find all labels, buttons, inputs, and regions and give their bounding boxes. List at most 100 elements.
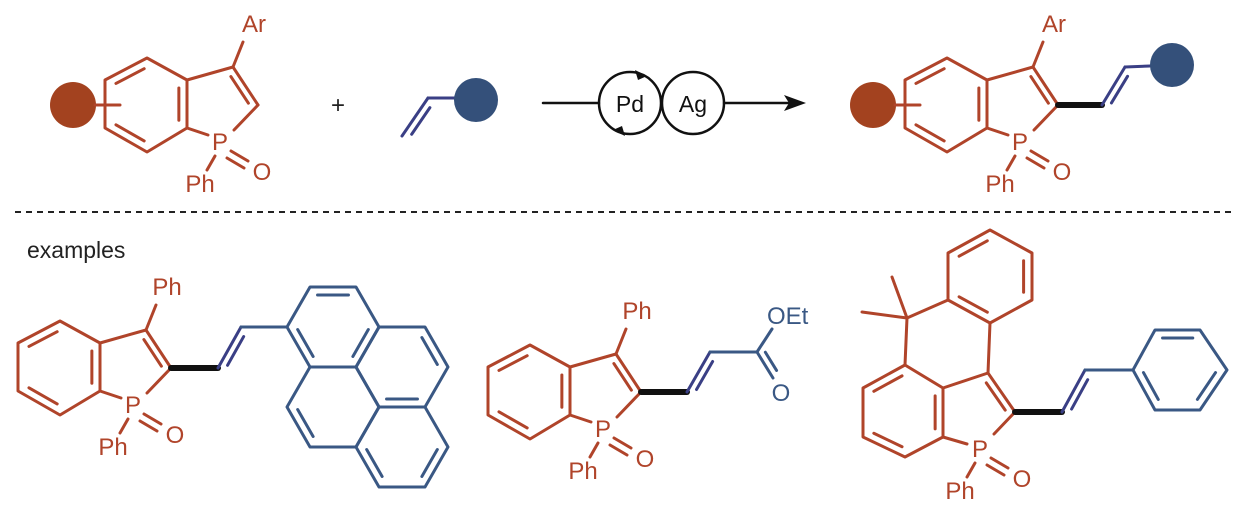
carbonyl-oxygen-label: O bbox=[772, 380, 791, 407]
phosphorus-label: P bbox=[125, 392, 141, 419]
bond bbox=[985, 65, 1035, 82]
pyrene-ring bbox=[285, 285, 381, 369]
bond bbox=[615, 390, 643, 419]
bond bbox=[185, 65, 235, 82]
pyrene-ring bbox=[285, 365, 381, 449]
double-bond-inner bbox=[27, 386, 59, 406]
double-bond bbox=[1100, 65, 1127, 107]
plus-sign: + bbox=[331, 92, 345, 119]
oxygen-label: O bbox=[166, 422, 185, 449]
partner-blob bbox=[1150, 43, 1194, 87]
double-bond bbox=[614, 352, 643, 394]
phosphorus-label: P bbox=[595, 416, 611, 443]
oxygen-label: O bbox=[1053, 159, 1072, 186]
double-bond-inner bbox=[695, 359, 715, 391]
p-o-double-bond bbox=[989, 456, 1010, 470]
double-bond bbox=[1060, 368, 1087, 414]
catalyst-ag-label: Ag bbox=[679, 91, 707, 117]
bond bbox=[986, 321, 992, 375]
c3-substituent-label: Ar bbox=[242, 11, 266, 38]
bond bbox=[1123, 64, 1152, 69]
double-bond-inner bbox=[914, 67, 946, 85]
benzo-ring bbox=[946, 228, 1034, 325]
bond bbox=[205, 154, 217, 172]
bond bbox=[98, 328, 148, 345]
double-bond-inner bbox=[410, 106, 432, 136]
partner-blob bbox=[454, 78, 498, 122]
p-o-double-bond bbox=[612, 436, 633, 450]
double-bond-inner bbox=[872, 431, 904, 449]
double-bond-inner bbox=[296, 328, 315, 358]
bond bbox=[568, 413, 593, 424]
bond bbox=[144, 303, 158, 332]
phenyl-label: Ph bbox=[985, 171, 1014, 198]
c3-substituent-label: Ar bbox=[1042, 11, 1066, 38]
p-o-double-bond bbox=[229, 149, 250, 163]
alkene-reactant bbox=[400, 78, 498, 138]
bond bbox=[98, 389, 123, 400]
p-o-double-bond bbox=[225, 156, 246, 170]
double-bond bbox=[231, 65, 260, 107]
double-bond-inner bbox=[914, 123, 946, 143]
double-bond-inner bbox=[763, 350, 779, 372]
bond bbox=[231, 40, 245, 69]
phosphorus-label: P bbox=[1012, 129, 1028, 156]
phenyl-label: Ph bbox=[98, 434, 127, 461]
double-bond-inner bbox=[296, 408, 315, 438]
p-o-double-bond bbox=[1029, 149, 1050, 163]
double-bond-inner bbox=[27, 330, 59, 348]
phosphorus-label: P bbox=[972, 436, 988, 463]
pyrene-ring bbox=[354, 325, 450, 409]
substituent-blob bbox=[50, 82, 96, 128]
bond bbox=[1005, 154, 1017, 172]
bond bbox=[614, 327, 628, 356]
bond bbox=[185, 126, 210, 137]
double-bond-inner bbox=[420, 448, 439, 478]
double-bond-inner bbox=[872, 374, 904, 393]
p-o-double-bond bbox=[142, 412, 163, 426]
reaction-arrow: Pd Ag bbox=[541, 70, 806, 136]
pyrene-ring bbox=[354, 405, 450, 489]
double-bond-inner bbox=[226, 335, 246, 367]
benzo-ring bbox=[16, 319, 102, 417]
double-bond-inner bbox=[1070, 378, 1090, 411]
double-bond-inner bbox=[114, 123, 146, 143]
c3-substituent-label: Ph bbox=[622, 298, 651, 325]
methyl-bond bbox=[890, 275, 909, 320]
bond bbox=[755, 327, 774, 354]
bond bbox=[118, 417, 130, 435]
arrowhead-icon bbox=[784, 95, 806, 111]
double-bond-inner bbox=[957, 295, 989, 314]
bond bbox=[232, 103, 260, 132]
bond bbox=[145, 366, 173, 395]
double-bond-inner bbox=[420, 336, 439, 366]
phenyl-ring bbox=[1131, 328, 1229, 412]
cycle-arrowhead-icon bbox=[613, 126, 625, 136]
ethoxy-label: OEt bbox=[767, 303, 809, 330]
phenyl-label: Ph bbox=[568, 458, 597, 485]
benzo-ring bbox=[486, 343, 572, 441]
examples-heading: examples bbox=[27, 237, 125, 263]
bond bbox=[1032, 103, 1060, 132]
double-bond-inner bbox=[142, 338, 163, 368]
double-bond bbox=[986, 371, 1017, 414]
p-o-double-bond bbox=[985, 463, 1006, 477]
catalyst-pd-label: Pd bbox=[616, 91, 644, 117]
bond bbox=[568, 352, 618, 369]
p-o-double-bond bbox=[608, 443, 629, 457]
double-bond-inner bbox=[497, 354, 529, 372]
bond bbox=[588, 441, 600, 459]
double-bond bbox=[755, 350, 775, 380]
cycle-arrowhead-icon bbox=[635, 70, 647, 80]
double-bond bbox=[216, 325, 243, 370]
methyl-bond bbox=[860, 310, 909, 320]
double-bond-inner bbox=[1195, 371, 1218, 401]
alkenylated-product: PO Ph Ar bbox=[850, 11, 1194, 198]
oxygen-label: O bbox=[1013, 466, 1032, 493]
double-bond bbox=[1031, 65, 1060, 107]
double-bond-inner bbox=[114, 67, 146, 85]
